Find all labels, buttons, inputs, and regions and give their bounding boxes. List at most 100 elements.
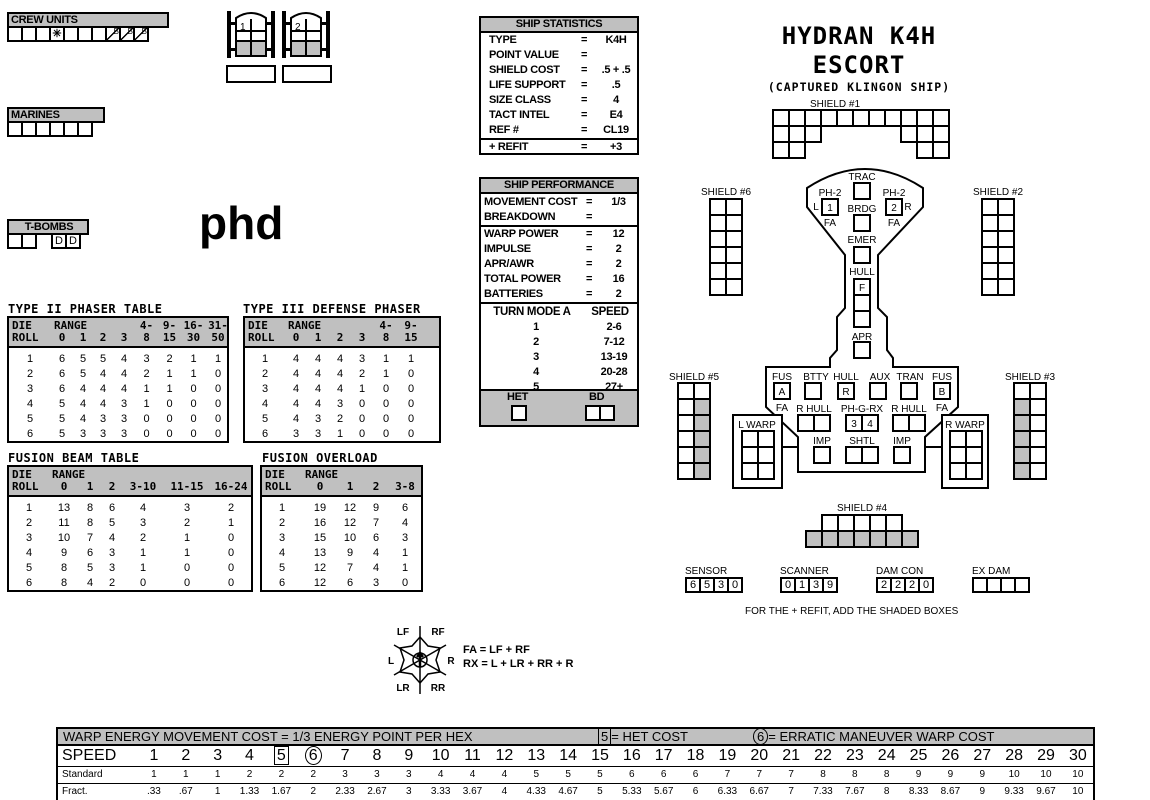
shield-3-box[interactable] xyxy=(1013,414,1031,432)
track-box[interactable]: 0 xyxy=(918,577,934,593)
aux-box[interactable] xyxy=(869,382,887,400)
fus-a-box[interactable] xyxy=(773,382,791,400)
r-warp-box[interactable] xyxy=(965,430,983,448)
track-box[interactable]: 3 xyxy=(808,577,824,593)
shuttle-box[interactable] xyxy=(861,446,879,464)
bay-box[interactable] xyxy=(282,65,332,83)
shield-2-box[interactable] xyxy=(997,230,1015,248)
shield-3-box[interactable] xyxy=(1029,414,1047,432)
shield-2-box[interactable] xyxy=(981,262,999,280)
r-warp-box[interactable] xyxy=(965,462,983,480)
shield-5-box[interactable] xyxy=(677,462,695,480)
l-warp-box[interactable] xyxy=(757,430,775,448)
shield-1-box[interactable] xyxy=(788,109,806,127)
shield-1-box[interactable] xyxy=(820,109,838,127)
shield-3-box[interactable] xyxy=(1029,430,1047,448)
trac-box[interactable] xyxy=(853,182,871,200)
shield-4-box[interactable] xyxy=(837,530,855,548)
shield-4-box[interactable] xyxy=(869,530,887,548)
track-box[interactable]: 5 xyxy=(699,577,715,593)
shield-3-box[interactable] xyxy=(1013,398,1031,416)
bd-box[interactable] xyxy=(599,405,615,421)
shield-4-box[interactable] xyxy=(821,530,839,548)
shield-3-box[interactable] xyxy=(1013,382,1031,400)
bridge-box[interactable] xyxy=(853,214,871,232)
shield-1-box[interactable] xyxy=(916,141,934,159)
bay-box[interactable] xyxy=(226,65,276,83)
shield-5-box[interactable] xyxy=(677,446,695,464)
shield-6-box[interactable] xyxy=(709,262,727,280)
shield-2-box[interactable] xyxy=(997,278,1015,296)
shield-5-box[interactable] xyxy=(677,398,695,416)
shield-6-box[interactable] xyxy=(709,278,727,296)
shield-4-box[interactable] xyxy=(901,530,919,548)
shield-1-box[interactable] xyxy=(788,125,806,143)
shield-6-box[interactable] xyxy=(725,246,743,264)
shield-6-box[interactable] xyxy=(725,214,743,232)
track-box[interactable] xyxy=(1014,577,1030,593)
shield-1-box[interactable] xyxy=(932,141,950,159)
marines-box[interactable] xyxy=(77,121,93,137)
l-warp-box[interactable] xyxy=(741,462,759,480)
shield-2-box[interactable] xyxy=(981,278,999,296)
tran-box[interactable] xyxy=(900,382,918,400)
shield-3-box[interactable] xyxy=(1013,446,1031,464)
r-warp-box[interactable] xyxy=(949,446,967,464)
hull-r-box[interactable] xyxy=(837,382,855,400)
shield-1-box[interactable] xyxy=(916,125,934,143)
shield-1-box[interactable] xyxy=(788,141,806,159)
shield-1-box[interactable] xyxy=(900,109,918,127)
shield-3-box[interactable] xyxy=(1029,462,1047,480)
shield-3-box[interactable] xyxy=(1029,398,1047,416)
shield-6-box[interactable] xyxy=(709,198,727,216)
r-warp-box[interactable] xyxy=(949,430,967,448)
shield-3-box[interactable] xyxy=(1013,462,1031,480)
boarding-party-box[interactable]: B xyxy=(133,26,149,42)
track-box[interactable]: 0 xyxy=(727,577,743,593)
shield-3-box[interactable] xyxy=(1029,446,1047,464)
shield-1-box[interactable] xyxy=(772,141,790,159)
shield-1-box[interactable] xyxy=(772,125,790,143)
shield-1-box[interactable] xyxy=(932,109,950,127)
shield-5-box[interactable] xyxy=(693,398,711,416)
shield-1-box[interactable] xyxy=(836,109,854,127)
l-warp-box[interactable] xyxy=(741,446,759,464)
r-hull-box[interactable] xyxy=(908,414,926,432)
phg-box[interactable] xyxy=(861,414,879,432)
shield-4-box[interactable] xyxy=(885,514,903,532)
shield-6-box[interactable] xyxy=(709,246,727,264)
shield-2-box[interactable] xyxy=(997,262,1015,280)
shield-2-box[interactable] xyxy=(997,246,1015,264)
shield-6-box[interactable] xyxy=(725,278,743,296)
shield-5-box[interactable] xyxy=(677,430,695,448)
l-warp-box[interactable] xyxy=(757,462,775,480)
shield-3-box[interactable] xyxy=(1029,382,1047,400)
l-warp-box[interactable] xyxy=(741,430,759,448)
l-warp-box[interactable] xyxy=(757,446,775,464)
shield-6-box[interactable] xyxy=(725,198,743,216)
shield-1-box[interactable] xyxy=(804,109,822,127)
fus-b-box[interactable] xyxy=(933,382,951,400)
imp-box[interactable] xyxy=(813,446,831,464)
het-box[interactable] xyxy=(511,405,527,421)
shield-2-box[interactable] xyxy=(981,214,999,232)
tbombs-box[interactable] xyxy=(21,233,37,249)
shield-4-box[interactable] xyxy=(853,514,871,532)
shield-5-box[interactable] xyxy=(693,430,711,448)
shield-5-box[interactable] xyxy=(693,446,711,464)
track-box[interactable]: 9 xyxy=(822,577,838,593)
shield-1-box[interactable] xyxy=(932,125,950,143)
shield-1-box[interactable] xyxy=(772,109,790,127)
shield-2-box[interactable] xyxy=(981,198,999,216)
shield-5-box[interactable] xyxy=(677,382,695,400)
ph2-left-box[interactable] xyxy=(821,198,839,216)
shuttle-box[interactable] xyxy=(845,446,863,464)
shield-5-box[interactable] xyxy=(693,382,711,400)
shield-1-box[interactable] xyxy=(852,109,870,127)
shield-6-box[interactable] xyxy=(709,214,727,232)
shield-2-box[interactable] xyxy=(997,214,1015,232)
shield-1-box[interactable] xyxy=(884,109,902,127)
shield-1-box[interactable] xyxy=(916,109,934,127)
shield-4-box[interactable] xyxy=(869,514,887,532)
imp-box[interactable] xyxy=(893,446,911,464)
